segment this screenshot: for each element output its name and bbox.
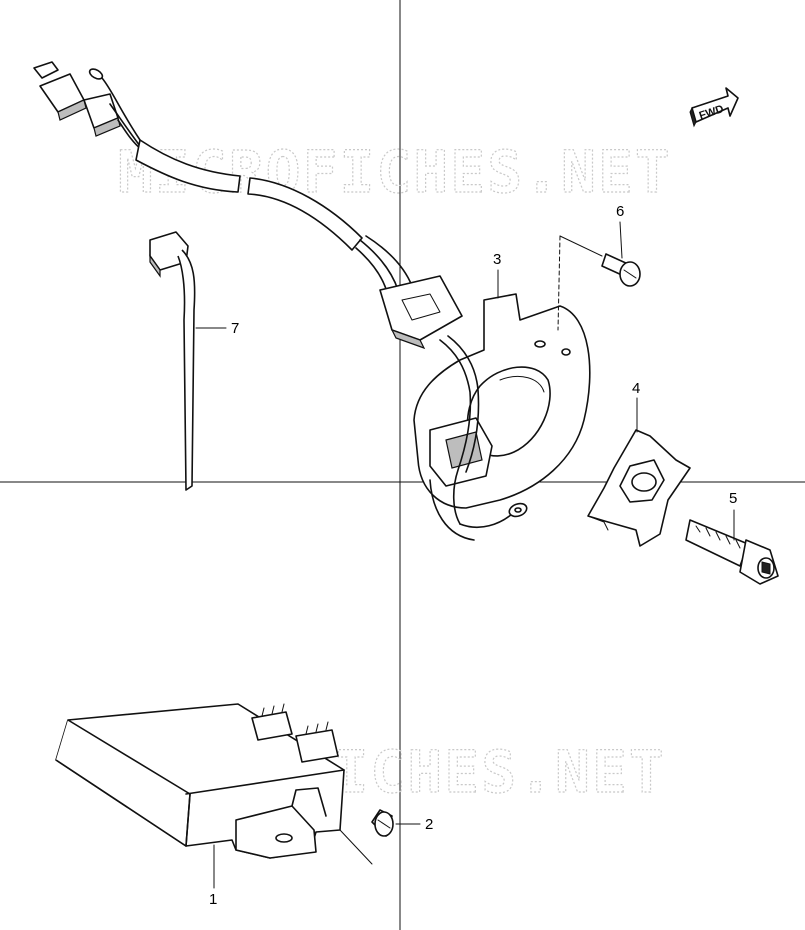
callout-1: 1 <box>209 891 217 908</box>
part-7-tie-strap <box>149 231 196 491</box>
part-4-timing-plate <box>587 429 691 547</box>
callout-5: 5 <box>729 490 737 507</box>
callout-7: 7 <box>231 320 239 337</box>
part-2-screw <box>371 809 394 837</box>
callout-2: 2 <box>425 816 433 833</box>
callout-4: 4 <box>632 380 640 397</box>
part-1-igniter-unit <box>55 703 373 865</box>
part-5-bolt <box>685 519 779 585</box>
callout-3: 3 <box>493 251 501 268</box>
part-3-signal-generator-plate <box>413 293 591 541</box>
leader-6 <box>619 221 623 259</box>
callout-6: 6 <box>616 203 624 220</box>
fwd-direction-badge: FWD <box>689 87 739 128</box>
part-6-screw <box>557 235 641 331</box>
wire-harness <box>33 61 463 350</box>
